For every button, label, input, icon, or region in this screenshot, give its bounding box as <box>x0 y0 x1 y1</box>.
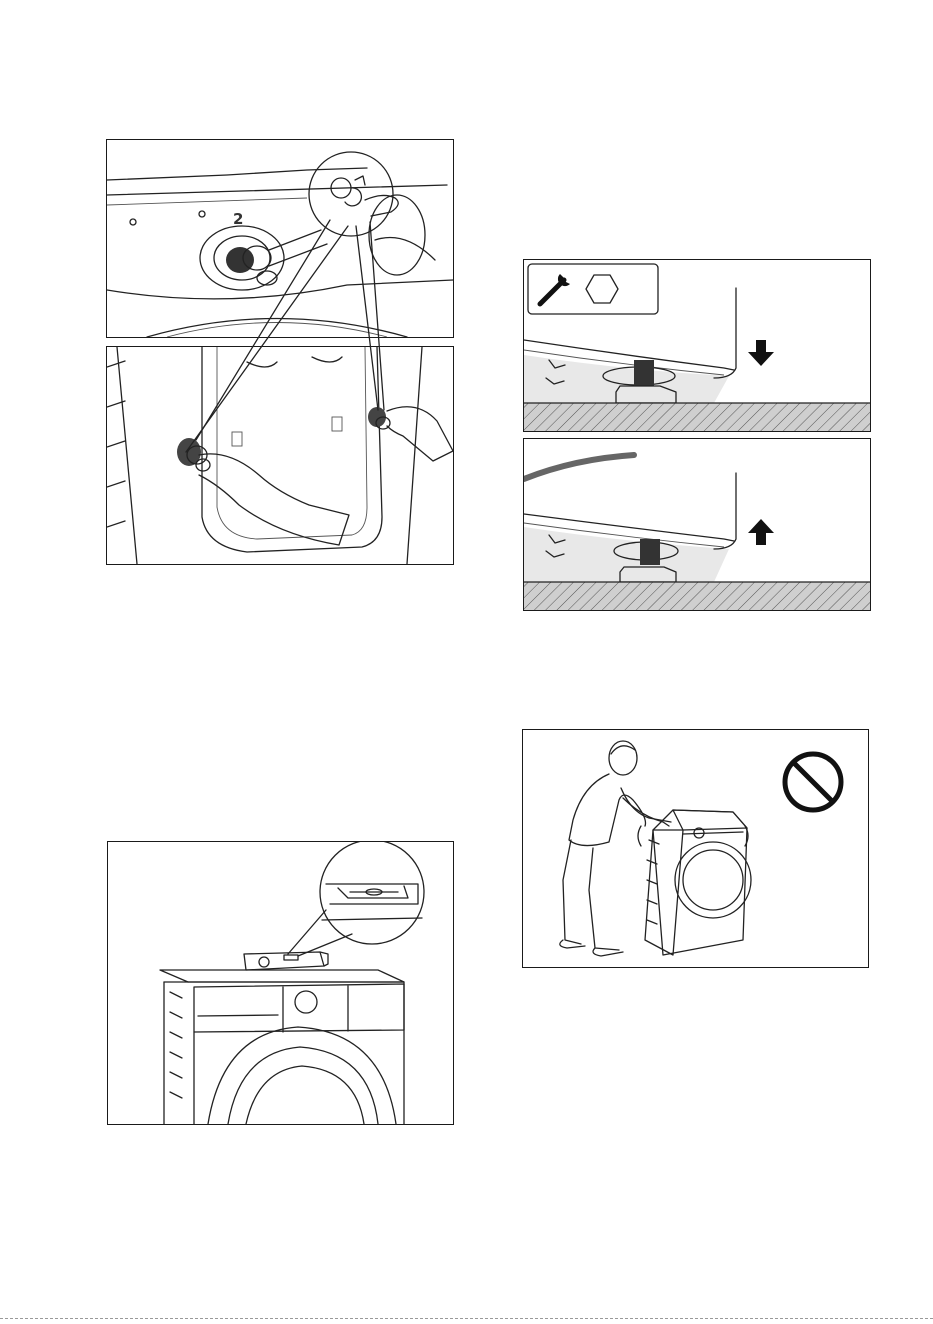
foot-up-illustration <box>524 439 870 610</box>
appliance-tilted <box>638 810 751 955</box>
page-footer-rule <box>0 1318 933 1319</box>
arrow-down <box>748 340 774 366</box>
tool-box <box>528 264 658 314</box>
foot-down-illustration <box>524 260 870 431</box>
figure-foot-up <box>523 438 871 611</box>
spirit-level-illustration <box>108 842 453 1124</box>
hexagon-nut-icon <box>586 275 618 303</box>
figure-foot-down <box>523 259 871 432</box>
figure-tilt-warning <box>522 729 869 968</box>
figure-rear-panel-top: 2 <box>106 139 454 338</box>
arrow-up <box>748 519 774 545</box>
figure-spirit-level <box>107 841 454 1125</box>
wrench-icon <box>540 274 570 304</box>
marking-digit: 2 <box>233 210 243 228</box>
rear-panel-bottom-illustration <box>107 347 453 564</box>
prohibition-icon <box>785 754 841 810</box>
figure-rear-panel-bottom <box>106 346 454 565</box>
tilt-warning-illustration <box>523 730 868 967</box>
rear-panel-top-illustration: 2 <box>107 140 453 337</box>
